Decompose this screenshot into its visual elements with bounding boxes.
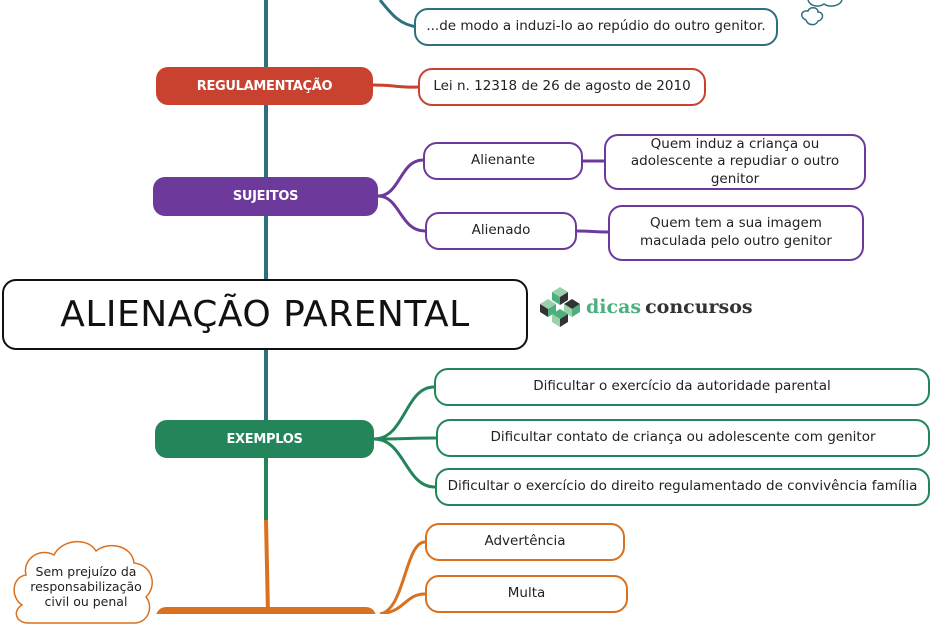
brand-logo: dicas concursos xyxy=(538,285,753,329)
exemplos-connector-b xyxy=(373,436,437,441)
regulamentacao-pill: REGULAMENTAÇÃO xyxy=(156,67,373,105)
exemplo-item: Dificultar o exercício da autoridade par… xyxy=(434,368,930,406)
logo-text-concursos: concursos xyxy=(645,296,753,318)
alienante-label: Alienante xyxy=(470,152,536,169)
logo-text-dicas: dicas xyxy=(586,296,642,318)
sujeitos-pill: SUJEITOS xyxy=(153,177,378,216)
central-title: ALIENAÇÃO PARENTAL xyxy=(60,294,470,335)
sujeitos-connector-a xyxy=(377,158,424,198)
multa-text: Multa xyxy=(507,585,546,602)
alienado-detail-connector xyxy=(576,229,609,234)
exemplo-text: Dificultar o exercício do direito regula… xyxy=(447,478,918,495)
alienado-detail-text: Quem tem a sua imagem maculada pelo outr… xyxy=(640,215,832,249)
central-title-box: ALIENAÇÃO PARENTAL xyxy=(2,279,528,350)
sancoes-connector-b xyxy=(379,592,426,614)
connector-lines xyxy=(156,0,843,614)
alienado-box: Alienado xyxy=(425,212,577,250)
alienante-detail-text: Quem induz a criança ou adolescente a re… xyxy=(630,135,840,187)
top-connector xyxy=(378,0,419,29)
exemplo-text: Dificultar o exercício da autoridade par… xyxy=(533,378,831,395)
regulamentacao-child-box: Lei n. 12318 de 26 de agosto de 2010 xyxy=(418,68,706,106)
regulamentacao-label: REGULAMENTAÇÃO xyxy=(196,78,333,94)
exemplos-pill: EXEMPLOS xyxy=(155,420,374,458)
regulamentacao-connector xyxy=(372,83,419,89)
sujeitos-label: SUJEITOS xyxy=(232,189,299,204)
alienado-label: Alienado xyxy=(471,222,531,239)
sancoes-pill xyxy=(156,607,376,614)
sujeitos-connector-b xyxy=(377,194,426,233)
exemplos-label: EXEMPLOS xyxy=(226,431,303,447)
multa-box: Multa xyxy=(425,575,628,613)
exemplo-item: Dificultar o exercício do direito regula… xyxy=(435,468,930,506)
alienado-detail-box: Quem tem a sua imagem maculada pelo outr… xyxy=(608,205,864,261)
advertencia-text: Advertência xyxy=(484,533,566,550)
exemplos-connector-c xyxy=(373,437,436,489)
exemplos-connector-a xyxy=(373,385,435,441)
alienante-box: Alienante xyxy=(423,142,583,180)
exemplo-text: Dificultar contato de criança ou adolesc… xyxy=(490,429,876,446)
regulamentacao-child-text: Lei n. 12318 de 26 de agosto de 2010 xyxy=(433,78,691,95)
trunk-line-orange xyxy=(264,519,270,614)
cube-logo-icon xyxy=(540,287,580,327)
cloud-note-text: Sem prejuízo da responsabilização civil … xyxy=(30,564,142,609)
exemplo-item: Dificultar contato de criança ou adolesc… xyxy=(436,419,930,457)
advertencia-box: Advertência xyxy=(425,523,625,561)
sancoes-connector-a xyxy=(379,540,426,614)
top-fragment-text: ...de modo a induzi-lo ao repúdio do out… xyxy=(426,18,766,35)
top-fragment-box: ...de modo a induzi-lo ao repúdio do out… xyxy=(414,8,778,46)
doodle-clouds xyxy=(801,0,843,26)
alienante-detail-box: Quem induz a criança ou adolescente a re… xyxy=(604,134,866,190)
